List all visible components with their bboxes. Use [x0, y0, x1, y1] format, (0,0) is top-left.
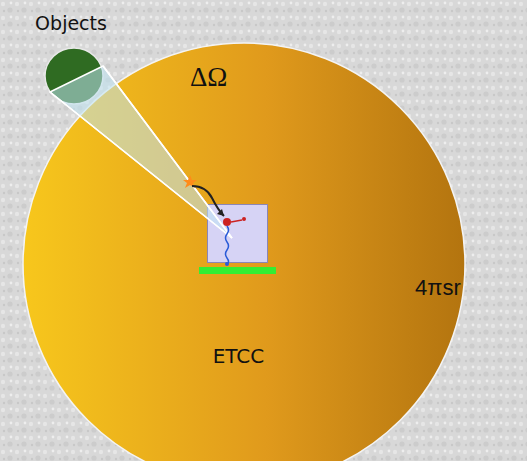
detector-label: ETCC [213, 344, 265, 368]
object-label: Objects [35, 12, 107, 34]
object-source-shape [45, 48, 103, 104]
etcc-detector-shape [207, 204, 268, 263]
solid-angle-label: ΔΩ [190, 62, 227, 93]
object-source: Objects [45, 48, 103, 104]
region-label: 4πsr [415, 275, 461, 301]
etcc-detector: ETCC [207, 204, 268, 263]
sphere-region: ObjectsETCC 4πsr [22, 42, 466, 461]
